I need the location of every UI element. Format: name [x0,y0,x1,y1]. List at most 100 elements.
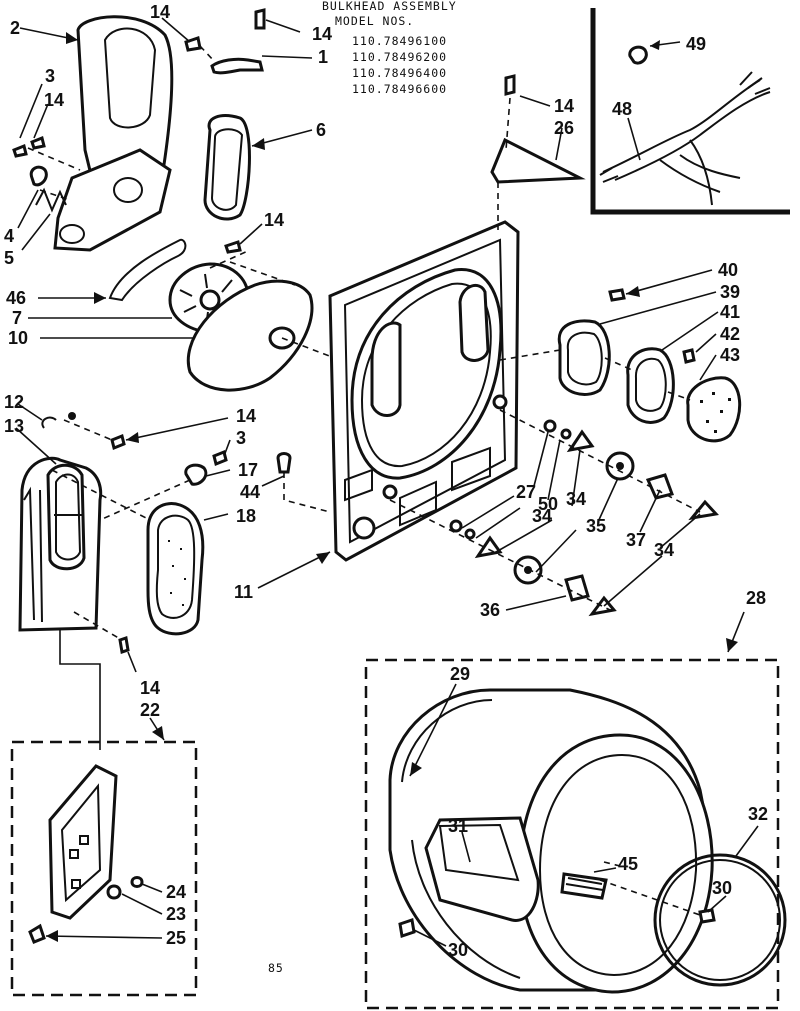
leader-line [125,417,285,521]
lint-slot [370,321,402,417]
drum-roller-parts: 27 50 34 34 35 37 34 36 [389,409,719,620]
callout-5: 5 [4,248,14,268]
screw-14 [504,74,516,96]
wire-clip [628,45,648,65]
blower-clamp-46 [108,238,187,302]
callout-22: 22 [140,700,160,720]
assembly-line [27,45,216,201]
terminal-4 [29,165,48,187]
leader-arrow [46,930,58,942]
callout-34: 34 [532,506,552,526]
assembly-line [73,611,123,641]
leader-line [45,883,163,939]
callout-10: 10 [8,328,28,348]
plate-hole [59,224,85,244]
thermostat-23 [106,884,122,900]
callout-14: 14 [554,96,574,116]
screw-14 [110,433,126,451]
callout-7: 7 [12,308,22,328]
leader-arrow [316,552,330,564]
callout-42: 42 [720,324,740,344]
roller-hub [524,566,532,574]
screw-14 [224,240,242,254]
model-number: 110.78496200 [352,50,447,64]
callout-11: 11 [234,582,253,602]
callout-50: 50 [538,494,558,514]
harness-connectors [599,167,619,183]
leader-line [257,551,331,589]
model-number: 110.78496400 [352,66,447,80]
plate-hole [113,177,143,203]
blower-assembly: 14 46 7 10 [6,210,341,392]
screw-42 [682,348,696,364]
roller-mount [492,394,508,410]
model-number: 110.78496100 [352,34,447,48]
grille-43 [686,376,742,443]
housing-ribs [23,486,43,623]
harness-connectors [739,71,771,95]
callout-3: 3 [45,66,55,86]
shaft-37 [645,473,674,500]
page-mark: 85 [268,961,284,975]
exhaust-duct-parts: 40 39 41 42 43 [499,260,742,443]
roller-ridges [565,877,604,891]
harness-wire [659,159,721,193]
callout-1: 1 [318,47,328,67]
panel-hole [352,516,376,540]
leader-line [519,95,563,161]
leader-line [239,223,263,245]
washer-27 [543,419,557,433]
screw-40 [608,288,626,302]
diagram-subtitle: MODEL NOS. [335,14,414,28]
callout-35: 35 [586,516,606,536]
leader-line [533,431,701,607]
duct-opening [103,27,157,129]
callout-4: 4 [4,226,14,246]
leader-arrow [410,762,422,776]
drum-front-inner [538,753,698,977]
leader-arrow [66,32,78,44]
leader-line [409,683,759,947]
leader-line [127,651,137,673]
callout-28: 28 [746,588,766,608]
leader-line [15,403,57,465]
callout-14: 14 [264,210,284,230]
diagram-title: BULKHEAD ASSEMBLY [322,0,457,13]
assembly-line [599,861,701,916]
callout-14: 14 [236,406,256,426]
screw-30 [698,908,716,924]
callout-6: 6 [316,120,326,140]
clip-50 [560,428,572,440]
thermostat-bracket-inset: 14 22 24 23 25 [10,611,198,997]
leader-arrow [94,292,106,304]
wheel-hub [199,289,221,311]
duct-base-plate [53,148,172,252]
filter-screen [155,514,196,619]
callout-49: 49 [686,34,706,54]
assembly-line [499,349,691,401]
leader-line [161,17,313,59]
leader-line [59,628,101,750]
harness-wire [602,79,761,173]
leader-arrow [626,286,640,297]
bracket-26 [490,137,586,184]
harness-wire [614,91,771,181]
callout-31: 31 [448,816,468,836]
thermostat-bracket [48,764,118,920]
callout-24: 24 [166,882,186,902]
drum-seal-inner [659,859,781,981]
duct-seal-6 [203,114,251,221]
callout-43: 43 [720,345,740,365]
screw-14 [118,636,130,654]
assembly-line [209,249,341,361]
callout-48: 48 [612,99,632,119]
callout-40: 40 [718,260,738,280]
callout-14: 14 [44,90,64,110]
leader-arrow [152,726,164,740]
callout-34: 34 [654,540,674,560]
drum-seal-32 [653,853,787,987]
callout-30: 30 [712,878,732,898]
switch-17 [184,463,208,486]
callout-36: 36 [480,600,500,620]
